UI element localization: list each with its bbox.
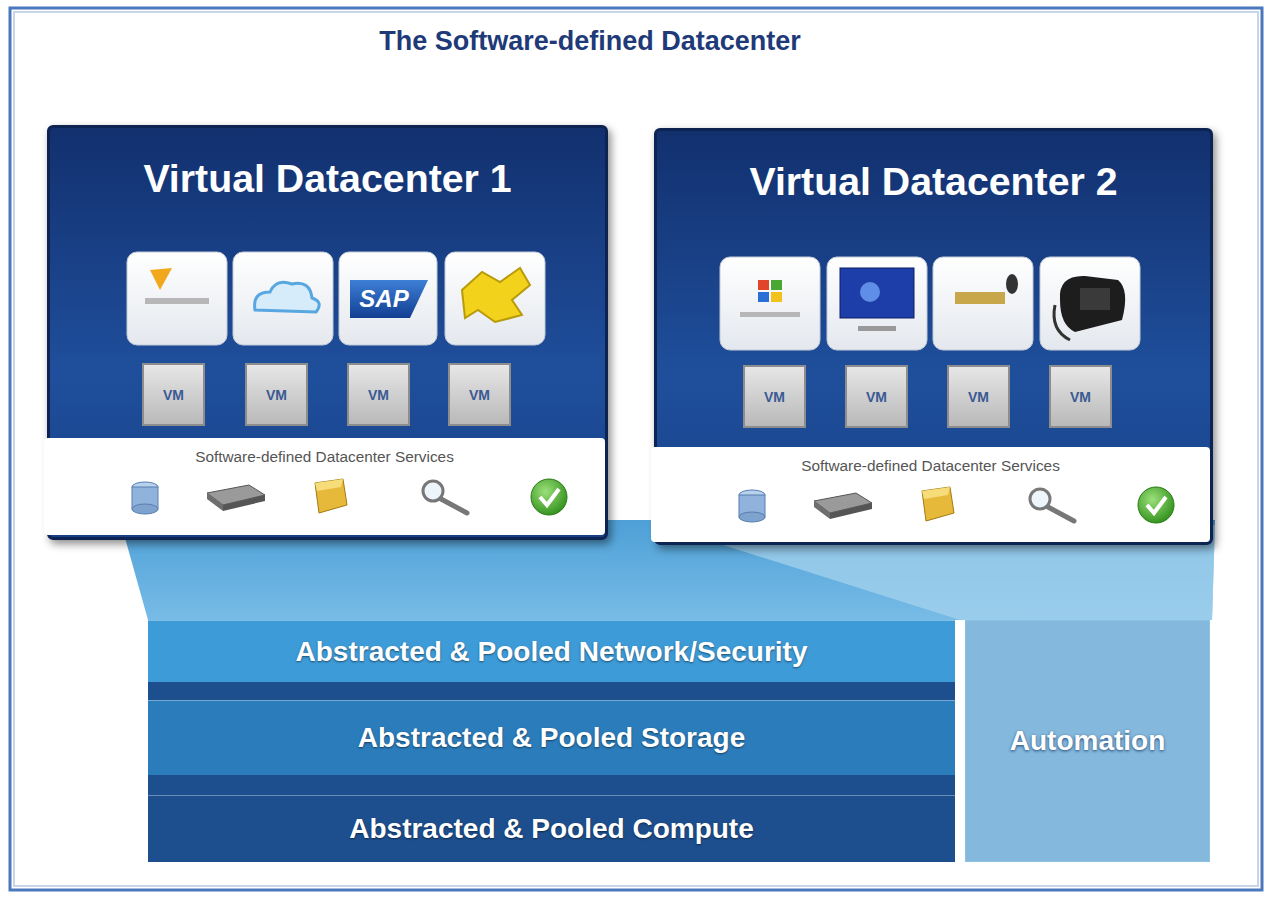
virtual-datacenter: Virtual Datacenter 1 VM VM VM VM Software-def… (47, 125, 608, 540)
illustration-part (1040, 257, 1140, 350)
services-strip: Software-defined Datacenter Services (44, 438, 605, 535)
automation-box: Automation (965, 620, 1210, 862)
network-layer: Abstracted & Pooled Network/Security (148, 620, 955, 682)
diagram-title: The Software-defined Datacenter (10, 26, 1170, 57)
service-icons-2 (739, 487, 1174, 523)
node-label: Automation (1010, 725, 1166, 757)
illustration-part (150, 268, 172, 290)
illustration-part (1060, 276, 1125, 332)
inner-frame (14, 12, 1258, 886)
node-label: VM (368, 387, 389, 403)
illustration-part (955, 292, 1005, 304)
illustration-part (233, 252, 333, 345)
service-icons-1 (132, 479, 567, 515)
illustration-part (740, 312, 800, 317)
illustration-part (827, 257, 927, 350)
layer-stack (148, 620, 955, 862)
vm-box: VM (245, 363, 308, 426)
illustration-part (860, 282, 880, 302)
illustration-part (1054, 305, 1070, 340)
node-label: VM (1070, 389, 1091, 405)
app-tiles-2 (720, 257, 1140, 350)
vm-box: VM (845, 365, 908, 428)
illustration-part (127, 252, 227, 345)
vm-box: VM (947, 365, 1010, 428)
node-label: VM (469, 387, 490, 403)
vm-box: VM (142, 363, 205, 426)
node-label: VM (163, 387, 184, 403)
services-strip: Software-defined Datacenter Services (651, 447, 1210, 542)
illustration-part (933, 257, 1033, 350)
illustration-part (758, 292, 769, 302)
node-label: Abstracted & Pooled Network/Security (296, 636, 808, 668)
compute-layer: Abstracted & Pooled Compute (148, 795, 955, 862)
storage-layer: Abstracted & Pooled Storage (148, 700, 955, 775)
node-label: VM (764, 389, 785, 405)
illustration-part (350, 280, 428, 318)
vm-box: VM (1049, 365, 1112, 428)
vm-box: VM (347, 363, 410, 426)
illustration-part (462, 268, 530, 322)
app-tiles-1 (127, 252, 545, 345)
illustration-part (758, 280, 769, 290)
virtual-datacenter: Virtual Datacenter 2 VM VM VM VM Software-def… (654, 128, 1213, 545)
illustration-part (1080, 288, 1110, 310)
vm-box: VM (448, 363, 511, 426)
illustration-part (1006, 274, 1018, 294)
illustration-part (255, 282, 320, 312)
node-label: Software-defined Datacenter Services (44, 448, 605, 466)
illustration-part (445, 252, 545, 345)
node-label: Abstracted & Pooled Storage (358, 722, 745, 754)
panel-heading: Virtual Datacenter 2 (657, 159, 1210, 204)
logo-text: SAP (359, 285, 408, 313)
illustration-part (840, 268, 914, 318)
panel-heading: Virtual Datacenter 1 (50, 156, 605, 201)
outer-frame (10, 8, 1262, 890)
vm-box: VM (743, 365, 806, 428)
node-label: VM (866, 389, 887, 405)
node-label: Software-defined Datacenter Services (651, 457, 1210, 475)
node-label: VM (968, 389, 989, 405)
node-label: Abstracted & Pooled Compute (349, 813, 753, 845)
illustration-part (145, 298, 209, 304)
node-label: VM (266, 387, 287, 403)
illustration-part (771, 280, 782, 290)
illustration-part (339, 252, 437, 345)
illustration-part (720, 257, 820, 350)
illustration-part (771, 292, 782, 302)
illustration-part (858, 326, 896, 331)
